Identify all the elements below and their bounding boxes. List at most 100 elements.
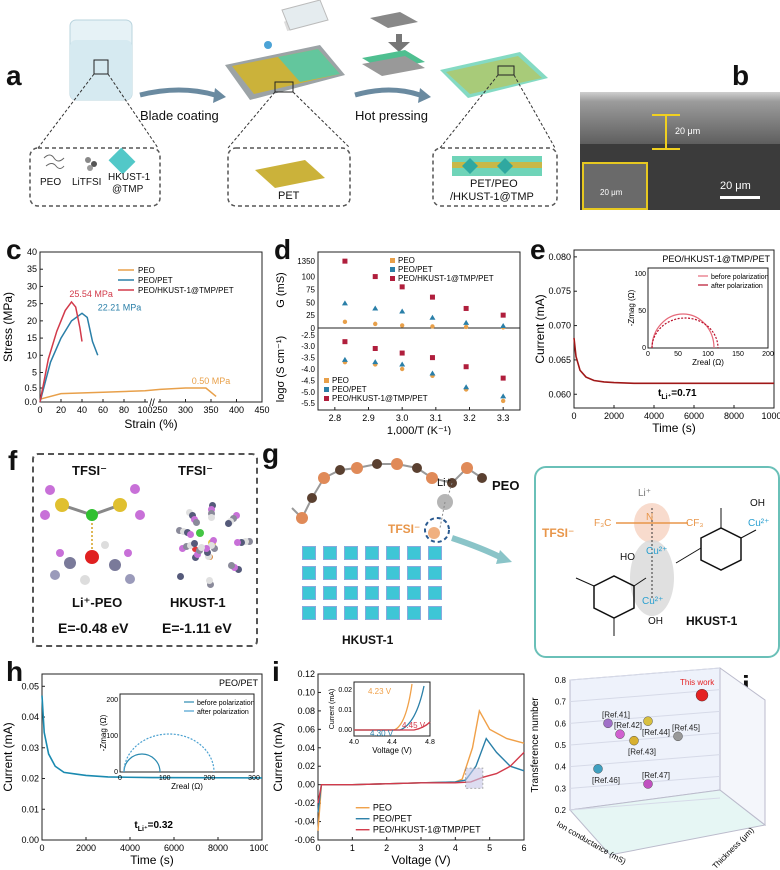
chart-i-legend-label: PEO: [373, 803, 392, 813]
mof-node: [407, 606, 421, 620]
zoom-oh-top: OH: [750, 498, 765, 509]
chart-d-top-point: [399, 323, 405, 328]
chart-d-legend-bottom-swatch: [324, 378, 329, 383]
chart-i-inset-xlabel: Voltage (V): [372, 746, 412, 755]
chart-j-ytick: 0.4: [555, 763, 567, 772]
chart-c-ytick-label: 30: [27, 281, 37, 291]
chart-e-ylabel: Current (mA): [533, 294, 547, 363]
chart-d-legend-top-swatch: [390, 267, 395, 272]
chart-j-gridline: [569, 732, 721, 746]
zoom-li: Li⁺: [638, 488, 652, 499]
panel-a: a: [0, 0, 560, 210]
chart-i-zoom-region: [465, 767, 484, 789]
scale-label: 20 μm: [720, 180, 751, 192]
mof-node: [365, 606, 379, 620]
chart-c-annotation-2: 22.21 MPa: [98, 303, 142, 313]
chart-i-onset-pet: 4.30 V: [370, 729, 394, 738]
zoom-cf3-left: F₃C: [594, 518, 612, 529]
mof-node: [386, 566, 400, 580]
chart-h-transference: tLi⁺=0.32: [134, 820, 173, 833]
hkust-atom: [233, 539, 241, 547]
chart-i-series-1: [317, 737, 525, 813]
chart-j-point-label: [Ref.42]: [614, 721, 642, 730]
hkust-atom: [237, 538, 245, 546]
chart-c-xtick-label: 450: [254, 405, 269, 415]
chart-j-gridline: [569, 667, 721, 681]
chart-d-bottom-point: [399, 366, 405, 372]
hkust-atom: [193, 550, 201, 558]
mof-node: [344, 586, 358, 600]
chart-j-point: [673, 731, 683, 742]
chart-d-legend-bottom-label: PEO: [332, 376, 349, 385]
panel-h: h 02000400060008000100000.000.010.020.03…: [0, 656, 268, 870]
chart-j-ytick: 0.2: [555, 806, 567, 815]
hkust-atom: [179, 545, 187, 553]
chart-c-xtick-label: 40: [77, 405, 87, 415]
mof-node: [407, 566, 421, 580]
chart-e-xtick-label: 4000: [644, 411, 664, 421]
zoom-hkust-label: HKUST-1: [686, 614, 738, 628]
hkust-atom: [187, 530, 195, 538]
panel-g: g PEO Li⁺ TFSI⁻ HKUST-1: [262, 438, 780, 658]
chart-j-point: [643, 779, 653, 789]
chart-h-axis-frame: [41, 673, 263, 841]
li-label-g: Li⁺: [437, 477, 452, 489]
chart-i-ylabel: Current (mA): [271, 722, 285, 791]
composite-label-2: /HKUST-1@TMP: [450, 191, 534, 203]
material-litfsi: LiTFSI: [72, 177, 102, 188]
chart-e-inset-ytick: 50: [638, 308, 646, 315]
chart-i-ytick-label: 0.08: [297, 706, 315, 716]
chart-h-inset-xlabel: Zreal (Ω): [171, 782, 203, 791]
chart-e-curve: [573, 337, 774, 385]
chart-h-ytick-label: 0.05: [21, 681, 39, 691]
zoom-structure: [575, 503, 757, 636]
chart-h-inset-ylabel: -Zmag (Ω): [99, 714, 108, 751]
chart-c-legend-label: PEO: [138, 266, 155, 275]
chart-c-series-1: [39, 312, 99, 403]
chart-d-legend-bottom-label: PEO/PET: [332, 385, 367, 394]
chart-d-top-point: [372, 305, 379, 311]
chart-d-top-point: [430, 324, 435, 329]
mof-node: [386, 546, 400, 560]
chart-h-ylabel: Current (mA): [1, 722, 15, 791]
chart-h-ytick-label: 0.00: [21, 835, 39, 845]
chart-j-ytick: 0.3: [555, 784, 567, 793]
hkust-atom: [193, 519, 201, 527]
panel-b-label: b: [732, 60, 750, 91]
chart-h-inset-ytick: 0: [114, 769, 118, 776]
mof-node: [365, 566, 379, 580]
chart-h-xtick-label: 4000: [120, 843, 140, 853]
chart-d-ytick-bottom: -5.5: [301, 399, 315, 408]
chart-h-xtick-label: 2000: [76, 843, 96, 853]
chart-i-inset-xtick: 4.4: [387, 739, 397, 746]
mof-node: [428, 586, 442, 600]
chart-i-onset-hkust: 4.45 V: [402, 721, 426, 730]
thickness-label: 20 μm: [675, 126, 701, 136]
chart-h-ytick-label: 0.01: [21, 804, 39, 814]
chart-j-point: [603, 718, 613, 729]
chart-e-ytick-label: 0.075: [548, 286, 571, 296]
chart-i-xtick-label: 6: [521, 843, 526, 853]
mof-node: [302, 586, 316, 600]
tfsi-title-right: TFSI⁻: [178, 463, 214, 478]
chart-i-legend-label: PEO/PET: [373, 814, 413, 824]
hkust-atom: [191, 554, 199, 562]
chart-h-ytick-label: 0.02: [21, 774, 39, 784]
mof-node: [407, 586, 421, 600]
tfsi-title-left: TFSI⁻: [72, 463, 108, 478]
chart-d-legend-bottom-swatch: [324, 396, 329, 401]
chart-e-ytick-label: 0.065: [548, 355, 571, 365]
chart-c-annotation-3: 0.50 MPa: [192, 376, 231, 386]
chart-h-inset-xtick: 0: [118, 775, 122, 782]
chart-j-point: [643, 716, 653, 726]
chart-d-bottom-point: [500, 393, 507, 399]
chart-i-ytick-label: 0.00: [297, 780, 315, 790]
chart-i-xtick-label: 3: [418, 843, 423, 853]
hkust-atom: [210, 537, 217, 544]
hkust-atom: [233, 511, 241, 519]
chart-d-ytick-top: 25: [306, 311, 315, 320]
panel-g-label: g: [262, 438, 280, 469]
chart-i-inset-ytick: 0.02: [338, 687, 352, 694]
chart-i-xtick-label: 4: [453, 843, 458, 853]
